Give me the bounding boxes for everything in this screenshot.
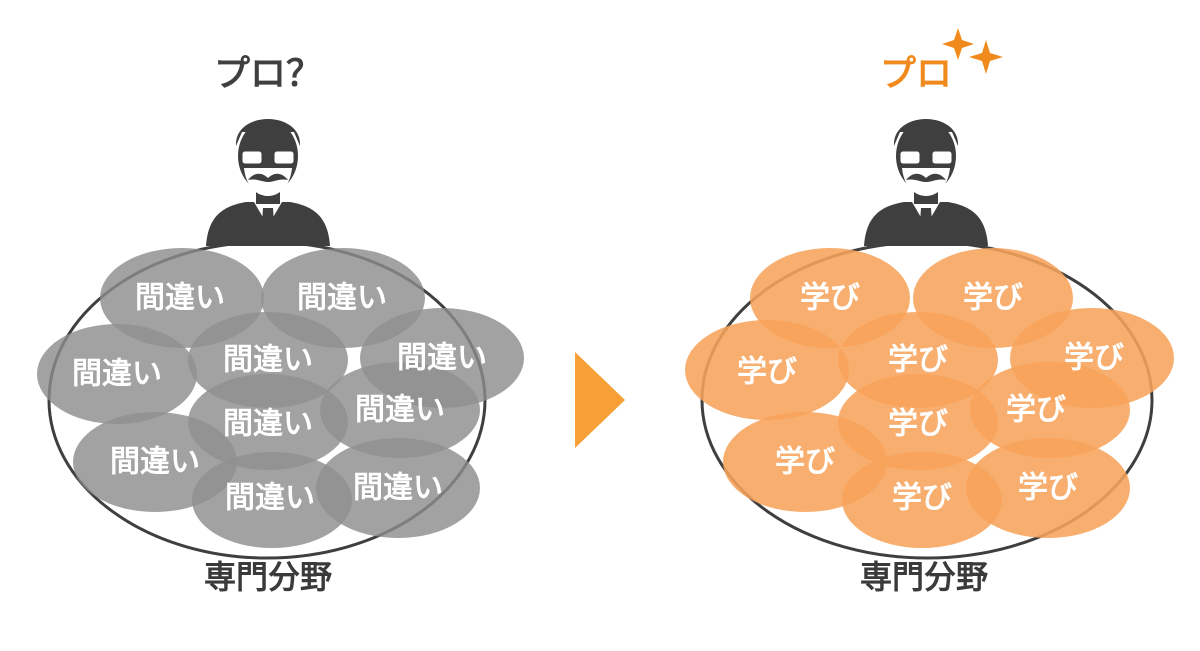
mistake-blob [192,452,352,548]
mistake-labels: 間違い 間違い 間違い 間違い 間違い 間違い 間違い 間違い 間違い 間違い [72,281,487,516]
arrow-right-icon [575,352,625,448]
sparkle-icon [942,28,974,60]
person-icon [204,117,332,248]
learning-blob [685,320,849,420]
mistake-label: 間違い [297,281,387,316]
learning-label: 学び [963,281,1023,316]
mistake-label: 間違い [223,407,313,442]
person-icon [862,117,990,248]
left-title: プロ？ [214,54,322,95]
sparkle-icon [969,40,1003,74]
learning-label: 学び [1006,393,1066,428]
mistake-blob [37,324,197,424]
learning-label: 学び [1018,471,1078,506]
learning-label: 学び [737,355,797,390]
left-panel: 間違い 間違い 間違い 間違い 間違い 間違い 間違い 間違い 間違い 間違い … [37,54,524,596]
learning-blobs [685,248,1174,548]
right-title: プロ [880,54,952,95]
mistake-label: 間違い [397,341,487,376]
mistake-label: 間違い [110,445,200,480]
learning-blob [966,438,1130,538]
mistake-label: 間違い [355,393,445,428]
right-panel: 学び 学び 学び 学び 学び 学び 学び 学び 学び 学び プロ 専門分野 [685,28,1174,596]
left-field-label: 専門分野 [204,558,332,596]
learning-blob [970,362,1130,458]
learning-label: 学び [800,281,860,316]
mistake-label: 間違い [135,281,225,316]
mistake-label: 間違い [353,471,443,506]
learning-blob [842,452,1002,548]
right-field-label: 専門分野 [860,558,988,596]
learning-label: 学び [888,407,948,442]
mistake-label: 間違い [223,343,313,378]
learning-label: 学び [1064,341,1124,376]
mistake-blob [320,362,480,458]
mistake-label: 間違い [225,481,315,516]
learning-labels: 学び 学び 学び 学び 学び 学び 学び 学び 学び 学び [737,281,1124,516]
mistake-blob [316,438,480,538]
learning-label: 学び [892,481,952,516]
learning-label: 学び [775,445,835,480]
learning-label: 学び [888,343,948,378]
mistake-blobs [37,248,524,548]
mistake-label: 間違い [72,357,162,392]
